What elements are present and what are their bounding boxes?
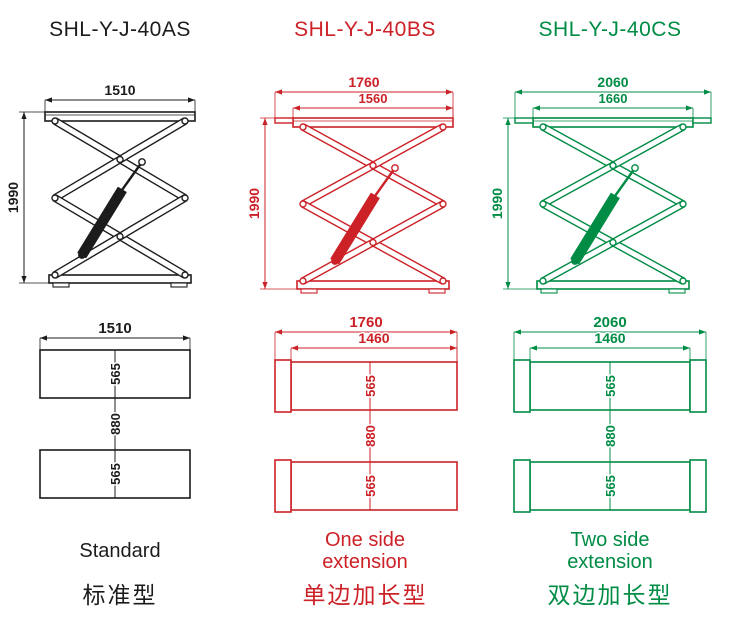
dim-inner-width: 1660 [599,91,628,106]
caption-english: Standard [79,540,161,562]
model-name: SHL-Y-J-40AS [49,18,191,41]
dim-platform-depth: 565 [363,375,378,397]
dim-platform-depth: 565 [363,475,378,497]
caption-english: One side extension [322,529,408,573]
dim-outer-width: 1760 [348,74,379,90]
dim-outer-width: 2060 [597,74,628,90]
dim-height: 1990 [489,188,505,219]
dim-platform-depth: 565 [108,363,123,385]
caption-chinese: 双边加长型 [547,582,673,608]
dim-platform-depth: 565 [603,475,618,497]
dim-height: 1990 [5,182,21,213]
dim-platform-depth: 565 [108,463,123,485]
model-name: SHL-Y-J-40BS [294,18,436,41]
dim-center-gap: 880 [108,413,123,435]
variant-column-standard: SHL-Y-J-40AS 1510 1990 1510 565 880 565 Stan… [4,0,230,637]
dim-outer-width: 1510 [98,320,131,337]
side-view-drawing: 1510 1990 [4,81,196,288]
dim-inner-width: 1460 [594,330,625,346]
caption-chinese: 单边加长型 [302,582,428,608]
dim-center-gap: 880 [603,425,618,447]
dim-outer-width: 2060 [593,314,626,331]
caption-english: Two side extension [567,529,653,573]
dim-platform-depth: 565 [603,375,618,397]
caption-chinese: 标准型 [82,582,158,608]
dim-outer-width: 1510 [104,82,135,98]
dim-outer-width: 1760 [349,314,382,331]
dim-inner-width: 1560 [359,91,388,106]
dim-height: 1990 [246,188,262,219]
dim-center-gap: 880 [363,425,378,447]
model-name: SHL-Y-J-40CS [538,18,682,41]
top-view-drawing: 1510 565 880 565 [39,319,191,499]
dim-inner-width: 1460 [358,330,389,346]
